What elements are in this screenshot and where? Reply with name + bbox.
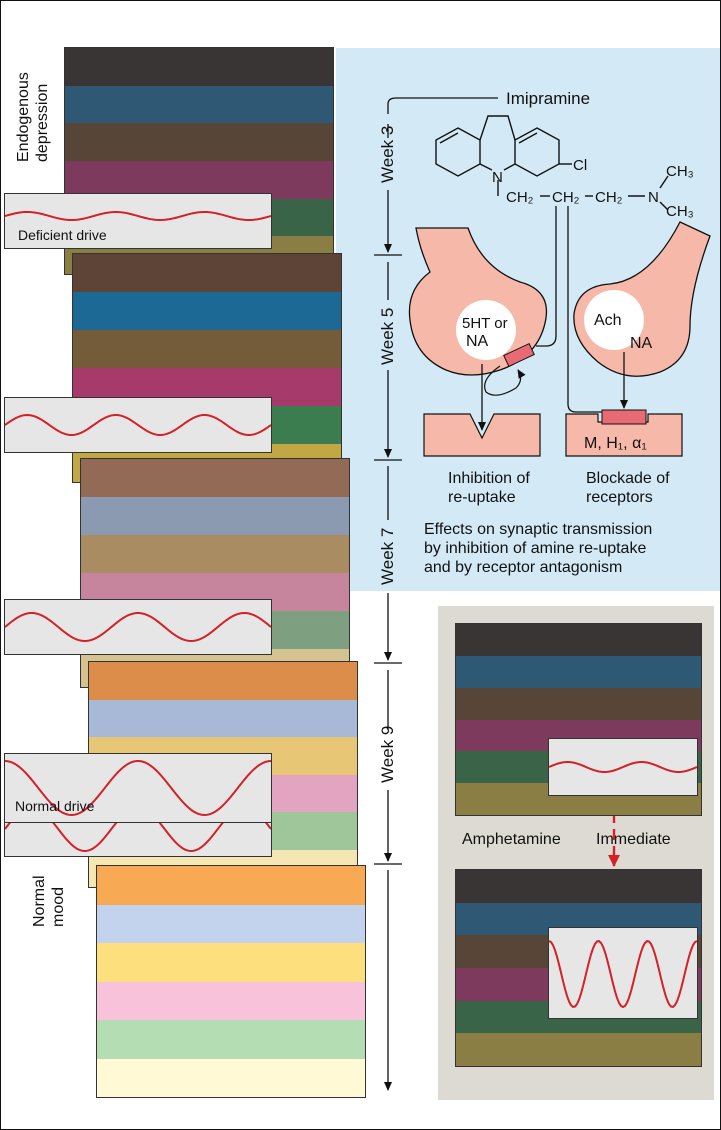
vesicle-left <box>456 300 516 360</box>
mood-band <box>89 662 357 700</box>
drive-wave-box-1: Deficient drive <box>4 193 272 249</box>
ch2-label-3: CH₂ <box>595 189 623 206</box>
drive-wave-box-5: Normal drive <box>4 753 272 823</box>
chlorine-label: Cl <box>573 157 587 174</box>
mood-band <box>456 688 701 720</box>
postsynaptic-block-left <box>423 413 541 457</box>
mood-band <box>97 943 365 982</box>
mood-band <box>73 292 341 330</box>
deficient-drive-label: Deficient drive <box>18 227 107 243</box>
drug-line-to-transporter <box>536 206 557 347</box>
imipramine-bracket <box>387 97 498 114</box>
methyl-bond-bottom <box>659 201 669 211</box>
week-7-label: Week 7 <box>378 528 397 585</box>
receptor-blocker <box>601 409 647 425</box>
amphetamine-wave-box-before <box>548 738 698 796</box>
effects-label-line2: by inhibition of amine re-uptake <box>424 540 646 557</box>
mood-band <box>456 870 701 903</box>
drive-wave-2 <box>5 413 271 437</box>
mood-band <box>65 123 333 161</box>
drive-wave-box-2 <box>4 397 272 453</box>
amphetamine-wave-after <box>549 940 697 1009</box>
vesicle-right <box>584 290 644 350</box>
neuron-left-label-line1: 5HT or <box>462 315 508 332</box>
mood-band <box>81 497 349 535</box>
amphetamine-wave-before <box>549 760 697 774</box>
mood-band <box>65 86 333 123</box>
methyl-label-top: CH₃ <box>666 163 694 180</box>
methyl-bond-top <box>659 175 669 189</box>
mood-band <box>97 982 365 1020</box>
mood-band <box>97 1059 365 1097</box>
inhibition-label-line2: re-uptake <box>448 489 516 506</box>
ring-left-double <box>439 132 459 144</box>
mood-band <box>456 656 701 688</box>
mood-band <box>65 161 333 199</box>
inhibition-label-line1: Inhibition of <box>448 470 530 487</box>
mood-band <box>81 459 349 497</box>
n-bond-right <box>503 163 516 171</box>
mood-band <box>97 866 365 905</box>
reuptake-arrow <box>484 365 526 396</box>
timeline <box>374 124 402 1091</box>
blockade-label-line1: Blockade of <box>586 470 670 487</box>
mood-band <box>65 48 333 86</box>
ring-right-double <box>518 132 538 144</box>
mood-stack-normal-mood <box>96 865 366 1098</box>
receptor-types-label: M, H₁, α₁ <box>584 435 647 452</box>
imipramine-structure <box>435 115 669 211</box>
mood-band <box>456 1033 701 1066</box>
ch2-label-2: CH₂ <box>552 189 580 206</box>
drive-wave-1 <box>5 210 271 222</box>
drive-wave-box-3 <box>4 599 272 655</box>
mood-band <box>81 535 349 573</box>
mood-band <box>456 624 701 656</box>
drive-wave-3 <box>5 612 271 643</box>
benzene-ring-right <box>514 127 560 177</box>
immediate-label: Immediate <box>596 831 671 848</box>
effects-label-line1: Effects on synaptic transmission <box>424 521 652 538</box>
mood-band <box>73 254 341 292</box>
effects-label-line3: and by receptor antagonism <box>424 559 622 576</box>
postsynaptic-block-right <box>565 413 683 457</box>
mood-band <box>97 905 365 943</box>
ch2-label-1: CH₂ <box>506 189 534 206</box>
neuron-right-label-line1: Ach <box>594 312 622 329</box>
neuron-left-label-line2: NA <box>466 333 489 350</box>
mood-band <box>89 700 357 737</box>
methyl-label-bottom: CH₃ <box>666 203 694 220</box>
week-5-label: Week 5 <box>378 308 397 365</box>
neuron-right-label-line2: NA <box>630 335 653 352</box>
amine-nitrogen: N <box>648 189 659 206</box>
week-3-label: Week 3 <box>378 126 397 183</box>
amphetamine-wave-box-after <box>548 927 698 1019</box>
week-9-label: Week 9 <box>378 726 397 783</box>
normal-drive-label: Normal drive <box>15 798 95 814</box>
mood-band <box>73 330 341 368</box>
ethylene-bridge <box>479 115 516 141</box>
amphetamine-label: Amphetamine <box>462 831 561 848</box>
benzene-ring-left <box>435 127 481 177</box>
blockade-label-line2: receptors <box>586 489 653 506</box>
drive-wave-5 <box>5 760 271 816</box>
mood-band <box>97 1020 365 1059</box>
drug-line-to-receptor <box>567 206 610 413</box>
reuptake-transporter <box>503 342 535 368</box>
ring-nitrogen: N <box>492 169 503 186</box>
n-bond-left <box>479 163 493 171</box>
imipramine-label: Imipramine <box>506 89 590 108</box>
